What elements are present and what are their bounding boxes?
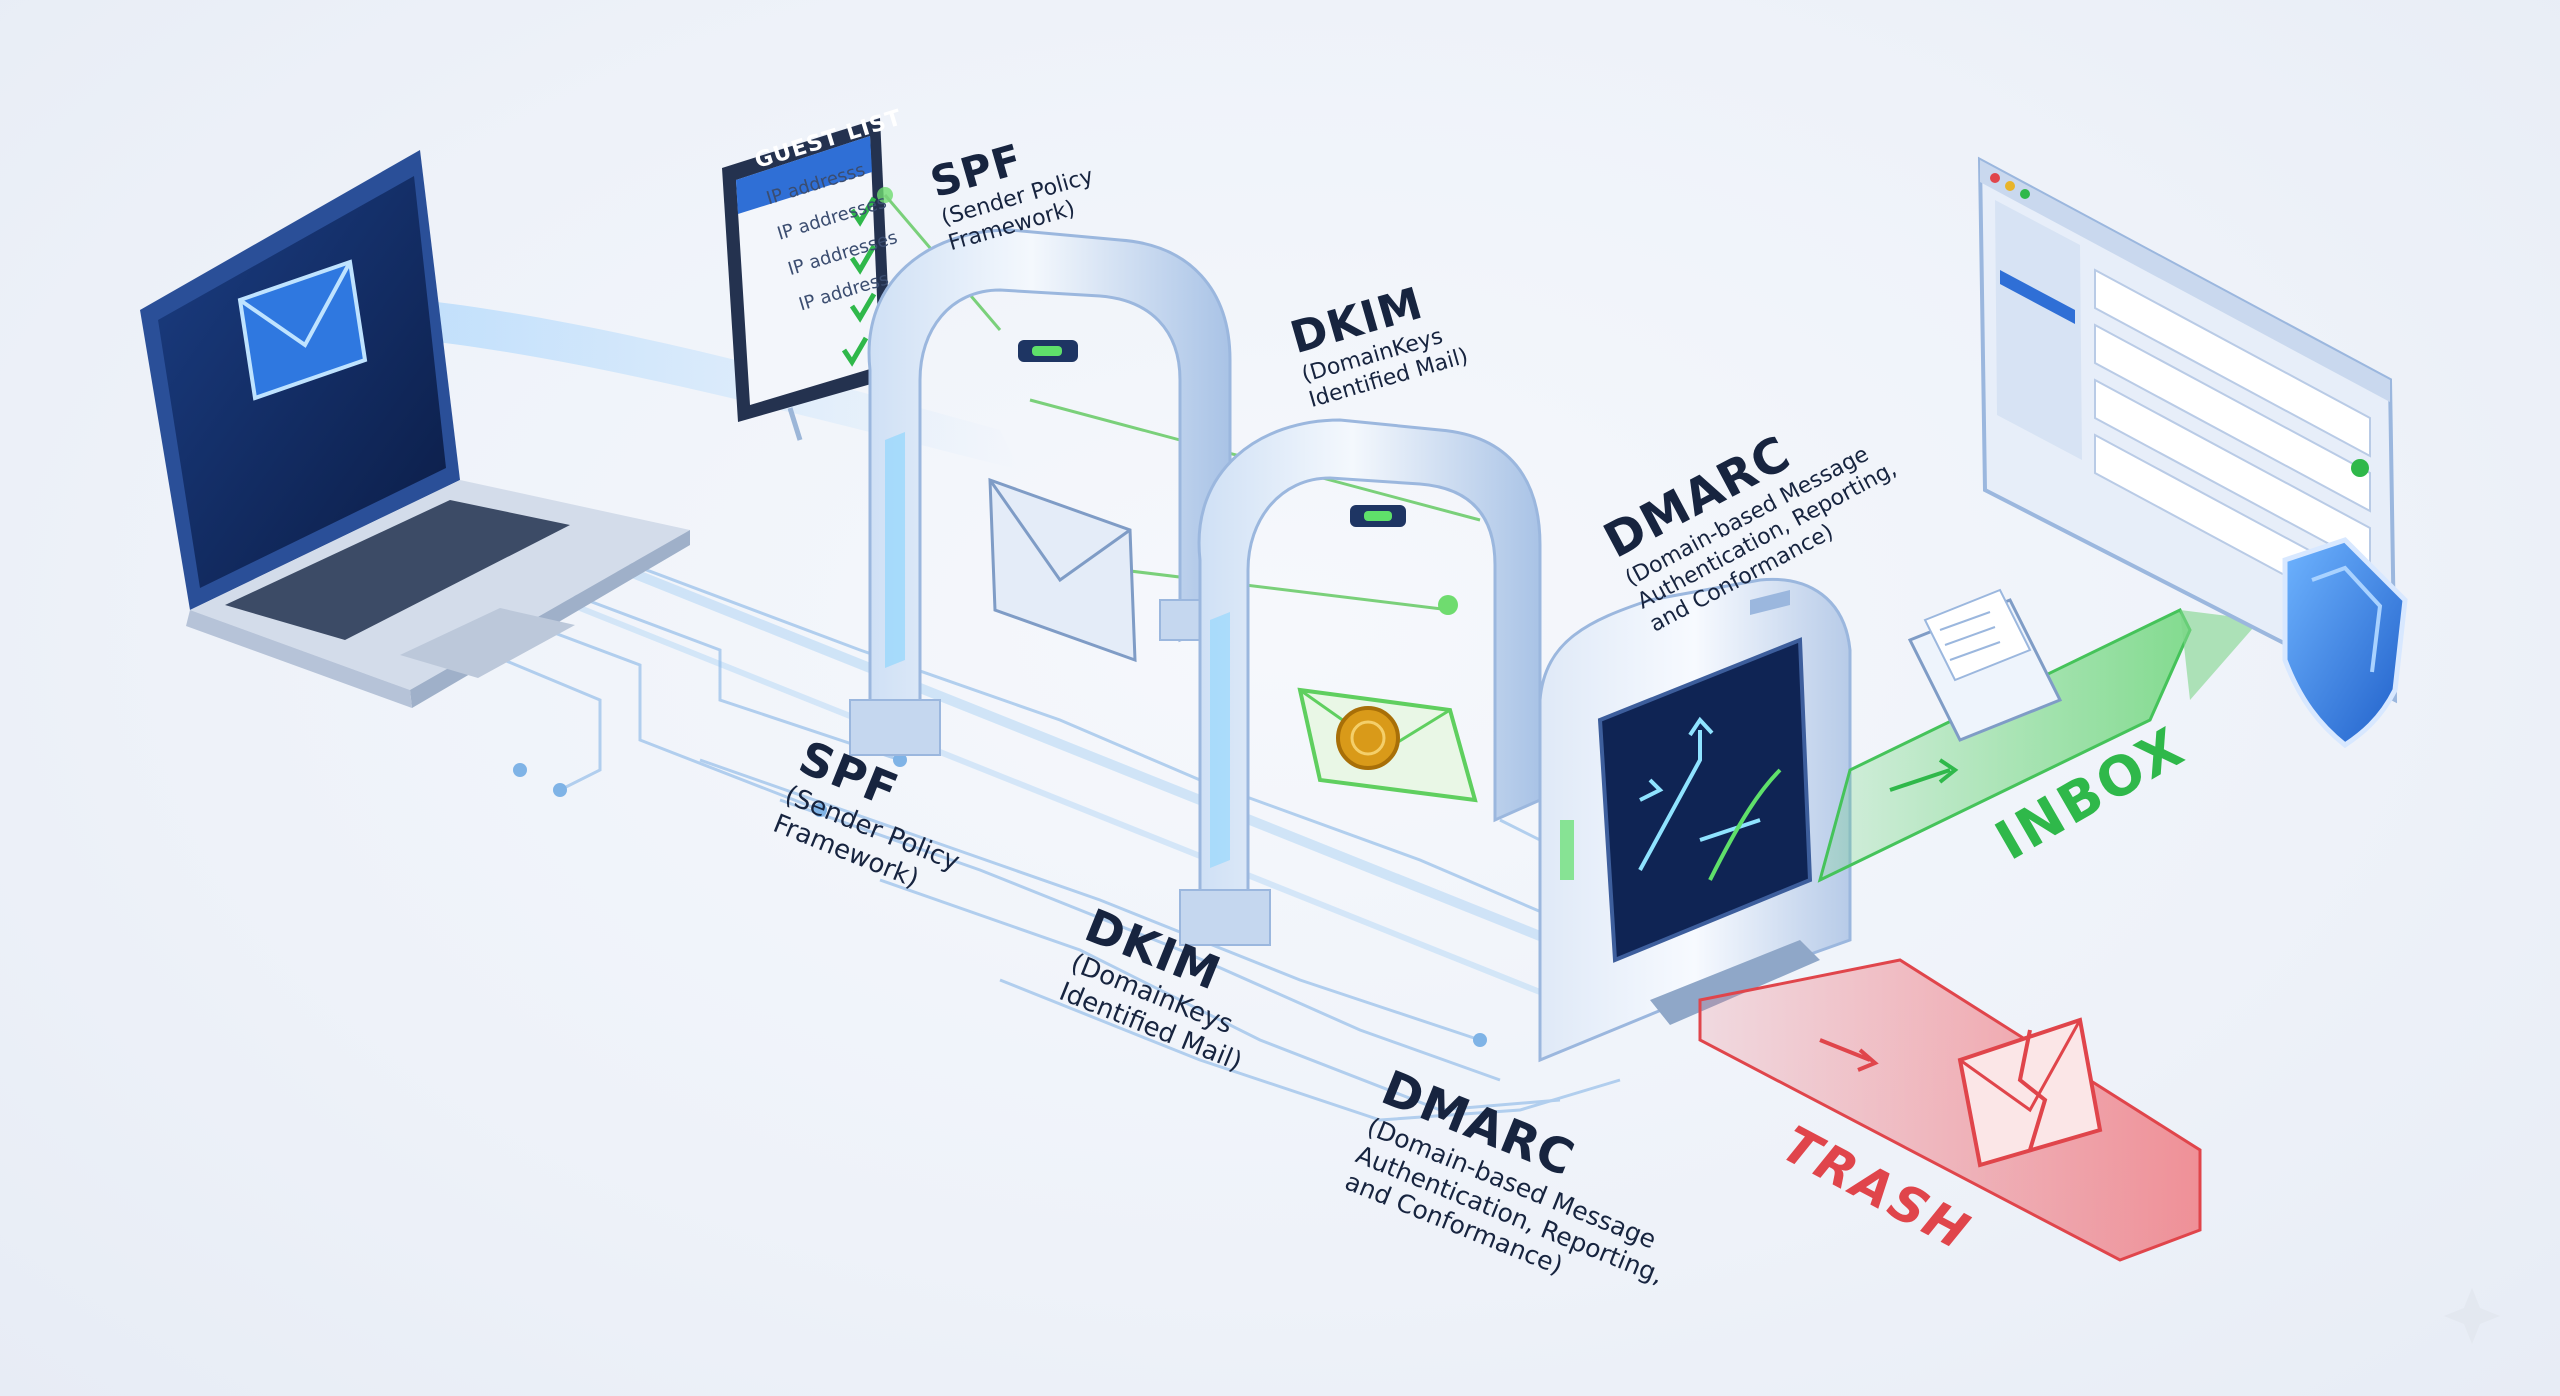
trash-route	[1698, 958, 2202, 1262]
tablet-icon	[722, 118, 1002, 441]
wax-seal-icon	[1336, 706, 1400, 770]
broken-envelope-icon	[1957, 1017, 2103, 1168]
spf-gate	[849, 228, 1241, 756]
dkim-gate	[1179, 418, 1542, 946]
shield-icon	[2282, 537, 2408, 749]
envelope-icon	[1297, 687, 1478, 803]
envelope-icon	[988, 477, 1137, 663]
checkmark-icon	[841, 196, 877, 367]
router-icon	[1538, 577, 1852, 1063]
sparkle-icon	[2444, 1288, 2500, 1344]
envelope-icon	[1907, 588, 2063, 742]
circuit-traces	[479, 558, 1621, 1122]
laptop-icon	[140, 150, 690, 708]
inbox-route	[1817, 608, 2260, 883]
envelope-icon	[237, 259, 368, 401]
